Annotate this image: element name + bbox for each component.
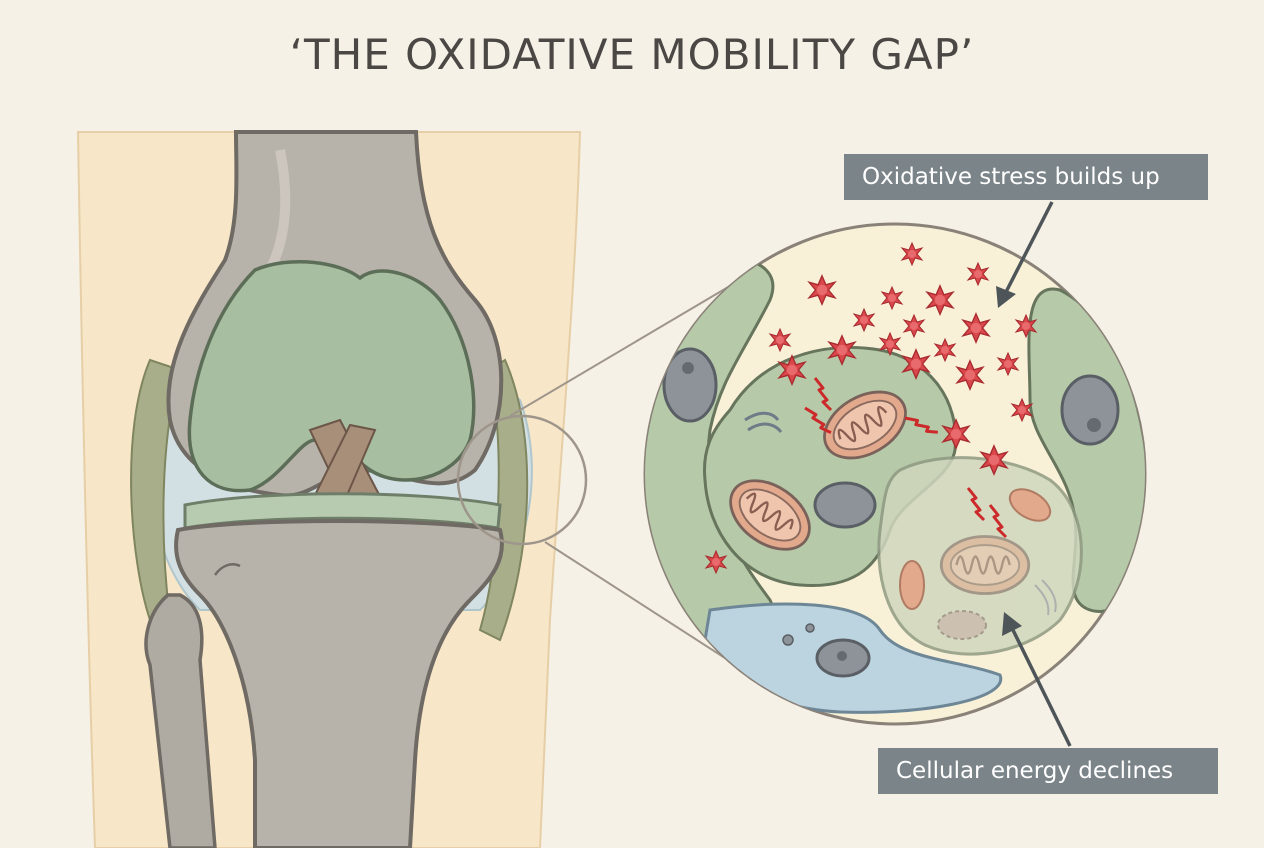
femoral-cartilage [187, 259, 476, 493]
oxidative-stress-callout: Oxidative stress builds up [844, 154, 1208, 200]
page-title: ‘THE OXIDATIVE MOBILITY GAP’ [289, 30, 975, 79]
callout-arrows [996, 201, 1072, 747]
left-cell-nucleus [662, 347, 718, 423]
ligaments [130, 358, 529, 642]
mitochondrion-icon [939, 535, 1031, 595]
right-cell-nucleus [1060, 374, 1120, 446]
energy-decline-callout: Cellular energy declines [878, 748, 1218, 794]
cell-zoom-view [643, 222, 1147, 726]
central-cell-nucleus [813, 481, 877, 529]
fibula [144, 593, 217, 848]
tibia [174, 519, 504, 848]
